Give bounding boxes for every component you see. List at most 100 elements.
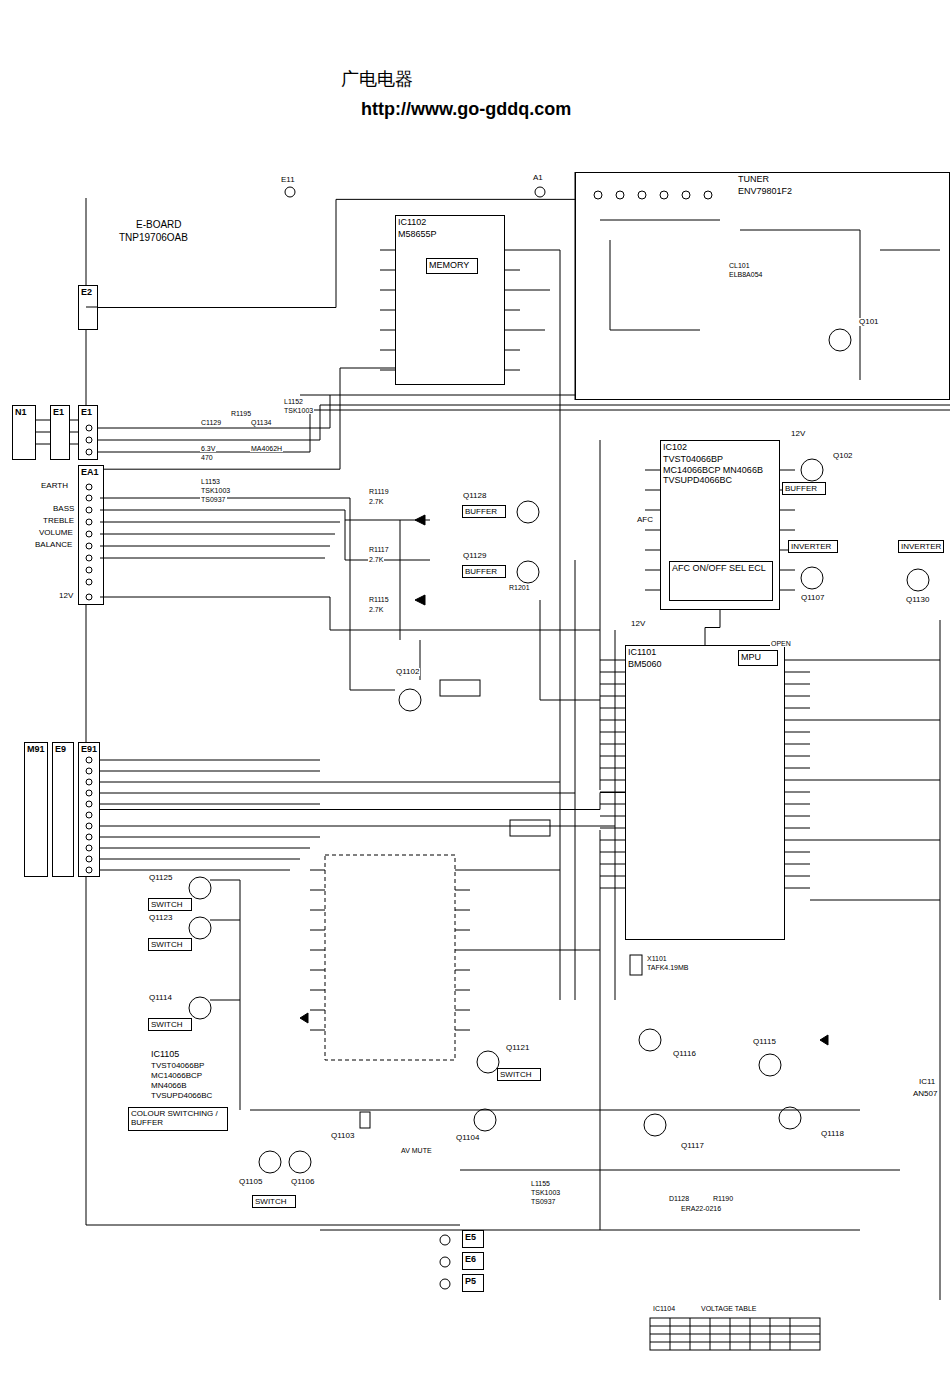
- pin-or-transistor-symbol: [535, 187, 545, 197]
- part-label: TREBLE: [42, 517, 75, 525]
- part-label: Q1115: [752, 1038, 777, 1046]
- wire-line: [510, 820, 550, 836]
- wire-connector: [104, 368, 395, 469]
- part-label: BASS: [52, 505, 75, 513]
- part-label: Q1130: [905, 596, 930, 604]
- part-label: EARTH: [40, 482, 69, 490]
- connector-box: E5: [462, 1230, 484, 1248]
- wire-group: [36, 172, 950, 1350]
- pin-or-transistor-symbol: [86, 567, 92, 573]
- part-label: 12V: [58, 592, 74, 600]
- ic-box: IC102TVST04066BP MC14066BCP MN4066B TVSU…: [660, 440, 780, 610]
- pin-or-transistor-symbol: [86, 449, 92, 455]
- ic-box: IC1101BM5060MPU: [625, 645, 785, 940]
- part-label: IC11: [918, 1078, 936, 1086]
- pin-or-transistor-symbol: [86, 779, 92, 785]
- wire-line: [98, 395, 330, 452]
- pin-or-transistor-symbol: [440, 1257, 450, 1267]
- part-label: 12V: [630, 620, 646, 628]
- pin-or-transistor-symbol: [189, 997, 211, 1019]
- function-box: SWITCH: [148, 1018, 192, 1031]
- wire-line: [415, 595, 425, 605]
- part-label: IC1105: [150, 1050, 180, 1059]
- wire-line: [540, 405, 615, 1230]
- wire-line: [520, 250, 560, 405]
- part-label: ELB8A054: [728, 271, 763, 278]
- box-title: P5: [463, 1275, 478, 1287]
- part-label: 2.7K: [368, 556, 384, 563]
- box-title: N1: [13, 406, 29, 418]
- heading-text: TNP19706OAB: [118, 233, 189, 243]
- wire-line: [650, 1318, 820, 1350]
- heading-text: http://www.go-gddq.com: [360, 100, 572, 118]
- pin-or-transistor-symbol: [289, 1151, 311, 1173]
- ic-box: MPU: [738, 650, 778, 666]
- wire-line: [210, 870, 900, 1230]
- part-label: AV MUTE: [400, 1147, 433, 1154]
- part-label: Q1116: [672, 1050, 697, 1058]
- box-title: E91: [79, 743, 99, 755]
- box-title: INVERTER: [899, 541, 943, 552]
- box-title: IC102: [661, 441, 689, 453]
- pin-or-transistor-symbol: [285, 187, 295, 197]
- part-label: Q1125: [148, 874, 173, 882]
- box-title: E5: [463, 1231, 478, 1243]
- part-label: Q1103: [330, 1132, 355, 1140]
- part-label: D1128: [668, 1195, 690, 1202]
- connector-box: M91: [24, 742, 48, 877]
- part-label: MN4066B: [150, 1082, 188, 1090]
- connector-box: E1: [78, 405, 98, 460]
- part-label: TSK1003: [530, 1189, 561, 1196]
- part-label: L1152: [283, 398, 304, 405]
- heading-text: 广电电器: [340, 70, 414, 88]
- function-box: INVERTER: [788, 540, 838, 553]
- ic-box: MEMORY: [426, 258, 478, 274]
- function-box: SWITCH: [148, 938, 192, 951]
- pin-or-transistor-symbol: [440, 1279, 450, 1289]
- part-label: TVSUPD4066BC: [150, 1092, 213, 1100]
- pin-or-transistor-symbol: [86, 555, 92, 561]
- function-box: SWITCH: [252, 1195, 296, 1208]
- connector-box: E2: [78, 285, 98, 330]
- heading-text: E-BOARD: [135, 220, 183, 230]
- box-title: INVERTER: [789, 541, 833, 552]
- wire-line: [810, 620, 940, 1300]
- pin-or-transistor-symbol: [704, 191, 712, 199]
- part-label: 470: [200, 454, 214, 461]
- pin-or-transistor-symbol: [660, 191, 668, 199]
- pin-or-transistor-symbol: [189, 877, 211, 899]
- part-label: TVST04066BP: [150, 1062, 205, 1070]
- part-label: MA4062H: [250, 445, 283, 452]
- part-label: R1195: [230, 410, 252, 417]
- part-label: Q1107: [800, 594, 825, 602]
- part-label: VOLTAGE TABLE: [700, 1305, 758, 1312]
- wire-line: [36, 420, 78, 444]
- pin-or-transistor-symbol: [86, 768, 92, 774]
- part-label: BALANCE: [34, 541, 73, 549]
- box-title: E1: [51, 406, 66, 418]
- part-label: Q1128: [462, 492, 487, 500]
- box-title: TUNER: [736, 173, 771, 185]
- part-label: Q1105: [238, 1178, 263, 1186]
- box-title: MEMORY: [427, 259, 471, 271]
- pin-or-transistor-symbol: [86, 507, 92, 513]
- box-title: IC1102: [396, 216, 428, 228]
- box-title: BUFFER: [463, 566, 499, 577]
- part-label: R1117: [368, 546, 390, 553]
- function-box: BUFFER: [462, 505, 506, 518]
- wire-line: [100, 498, 600, 690]
- part-label: TS0937: [530, 1198, 557, 1205]
- pin-or-transistor-symbol: [259, 1151, 281, 1173]
- part-label: R1119: [368, 488, 390, 495]
- function-box: INVERTER: [898, 540, 944, 553]
- part-label: Q101: [858, 318, 880, 326]
- box-title: SWITCH: [253, 1196, 289, 1207]
- ic-box: AFC ON/OFF SEL ECL: [669, 561, 773, 601]
- part-label: OPEN: [770, 640, 792, 647]
- part-label: AN507: [912, 1090, 938, 1098]
- wire-line: [310, 870, 470, 1030]
- pin-or-transistor-symbol: [801, 459, 823, 481]
- part-label: Q1114: [148, 994, 173, 1002]
- part-label: R1201: [508, 584, 531, 591]
- pin-or-transistor-symbol: [86, 531, 92, 537]
